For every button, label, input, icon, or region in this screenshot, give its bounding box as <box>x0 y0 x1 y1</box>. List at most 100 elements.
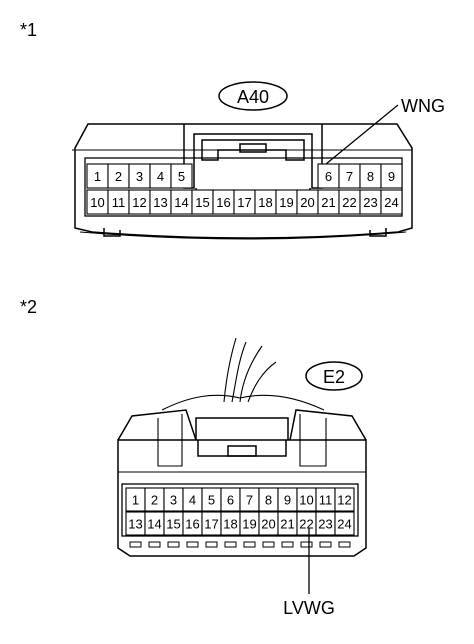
terminal-number: 20 <box>300 195 314 210</box>
terminal-number: 5 <box>178 169 185 184</box>
connector-e2-tooth <box>129 541 142 548</box>
terminal-cell-e2-r2-1: 14 <box>144 511 165 536</box>
terminal-number: 16 <box>216 195 230 210</box>
terminal-number: 1 <box>94 169 101 184</box>
connector-e2-bottom-teeth <box>129 541 351 548</box>
terminal-number: 16 <box>185 517 199 532</box>
connector-a40-badge <box>218 81 288 111</box>
terminal-number: 11 <box>112 195 126 210</box>
terminal-number: 24 <box>384 195 398 210</box>
terminal-number: 8 <box>367 169 374 184</box>
terminal-cell-e2-r1-3: 4 <box>182 487 203 512</box>
terminal-number: 24 <box>337 517 351 532</box>
terminal-cavity <box>334 487 355 512</box>
terminal-cell-a40-r1-5: 6 <box>317 163 340 189</box>
terminal-number: 12 <box>132 195 146 210</box>
terminal-cell-a40-r2-13: 23 <box>359 189 382 215</box>
terminal-number: 18 <box>223 517 237 532</box>
terminal-number: 23 <box>318 517 332 532</box>
terminal-cell-e2-r1-8: 9 <box>277 487 298 512</box>
terminal-number: 15 <box>195 195 209 210</box>
wire-2 <box>231 341 247 403</box>
terminal-number: 14 <box>147 517 161 532</box>
connector-e2-right-shoulder <box>289 409 367 441</box>
terminal-number: 17 <box>204 517 218 532</box>
terminal-cell-e2-r1-11: 12 <box>334 487 355 512</box>
terminal-cell-a40-r1-1: 2 <box>107 163 130 189</box>
terminal-number: 6 <box>227 493 234 508</box>
terminal-number: 10 <box>299 493 313 508</box>
terminal-cell-a40-r2-9: 19 <box>275 189 298 215</box>
terminal-cell-e2-r2-7: 20 <box>258 511 279 536</box>
terminal-cell-a40-r2-12: 22 <box>338 189 361 215</box>
connector-e2-tooth <box>281 541 294 548</box>
terminal-cell-e2-r2-5: 18 <box>220 511 241 536</box>
terminal-cell-e2-r1-10: 11 <box>315 487 336 512</box>
terminal-cell-a40-r2-7: 17 <box>233 189 256 215</box>
wire-bundle <box>161 394 325 411</box>
connector-e2-face <box>121 483 359 537</box>
terminal-cell-e2-r1-9: 10 <box>296 487 317 512</box>
terminal-cell-e2-r2-9: 22 <box>296 511 317 536</box>
terminal-number: 21 <box>321 195 335 210</box>
terminal-number: 21 <box>280 517 294 532</box>
callout-lvwg-label: LVWG <box>283 598 335 618</box>
terminal-cell-a40-r2-14: 24 <box>380 189 403 215</box>
terminal-number: 11 <box>319 493 333 508</box>
terminal-cell-a40-r1-2: 3 <box>128 163 151 189</box>
terminal-cell-a40-r1-0: 1 <box>86 163 109 189</box>
terminal-number: 2 <box>115 169 122 184</box>
terminal-cell-a40-r1-8: 9 <box>380 163 403 189</box>
terminal-number: 10 <box>90 195 104 210</box>
terminal-number: 18 <box>258 195 272 210</box>
terminal-cell-e2-r2-4: 17 <box>201 511 222 536</box>
terminal-cell-a40-r1-4: 5 <box>170 163 193 189</box>
connector-e2-body <box>117 439 367 557</box>
terminal-cell-a40-r2-0: 10 <box>86 189 109 215</box>
terminal-cell-e2-r1-0: 1 <box>125 487 146 512</box>
terminal-number: 3 <box>170 493 177 508</box>
terminal-number: 9 <box>284 493 291 508</box>
terminal-cavity <box>334 511 355 536</box>
terminal-number: 13 <box>153 195 167 210</box>
callout-wng-leader <box>325 104 399 165</box>
terminal-number: 14 <box>174 195 188 210</box>
connector-e2-latch-tab <box>227 445 257 457</box>
callout-wng-label: WNG <box>401 96 445 116</box>
terminal-cell-e2-r2-0: 13 <box>125 511 146 536</box>
connector-a40-body <box>74 123 413 239</box>
connector-e2-tooth <box>148 541 161 548</box>
connector-e2 <box>117 409 367 557</box>
terminal-cell-a40-r2-1: 11 <box>107 189 130 215</box>
connector-e2-tooth <box>319 541 332 548</box>
connector-e2-left-shoulder <box>117 409 197 441</box>
terminal-number: 8 <box>265 493 272 508</box>
terminal-cell-a40-r2-5: 15 <box>191 189 214 215</box>
terminal-cavity <box>380 189 403 215</box>
terminal-cell-e2-r1-6: 7 <box>239 487 260 512</box>
connector-e2-tooth <box>224 541 237 548</box>
terminal-number: 3 <box>136 169 143 184</box>
terminal-number: 1 <box>132 493 139 508</box>
terminal-cell-a40-r2-10: 20 <box>296 189 319 215</box>
terminal-number: 13 <box>128 517 142 532</box>
terminal-number: 19 <box>242 517 256 532</box>
connector-e2-tooth <box>338 541 351 548</box>
connector-e2-tooth <box>262 541 275 548</box>
connector-a40-latch-inner <box>201 139 305 161</box>
terminal-cell-e2-r2-8: 21 <box>277 511 298 536</box>
terminal-number: 5 <box>208 493 215 508</box>
wire-4 <box>247 361 277 403</box>
terminal-cell-a40-r2-6: 16 <box>212 189 235 215</box>
terminal-cell-a40-r2-8: 18 <box>254 189 277 215</box>
wire-harness <box>161 337 325 411</box>
terminal-cell-a40-r2-4: 14 <box>170 189 193 215</box>
connector-e2-tooth <box>186 541 199 548</box>
terminal-cell-e2-r1-2: 3 <box>163 487 184 512</box>
connector-a40-name: A40 <box>237 87 269 107</box>
terminal-cell-a40-r1-3: 4 <box>149 163 172 189</box>
terminal-number: 22 <box>299 517 313 532</box>
terminal-number: 9 <box>388 169 395 184</box>
